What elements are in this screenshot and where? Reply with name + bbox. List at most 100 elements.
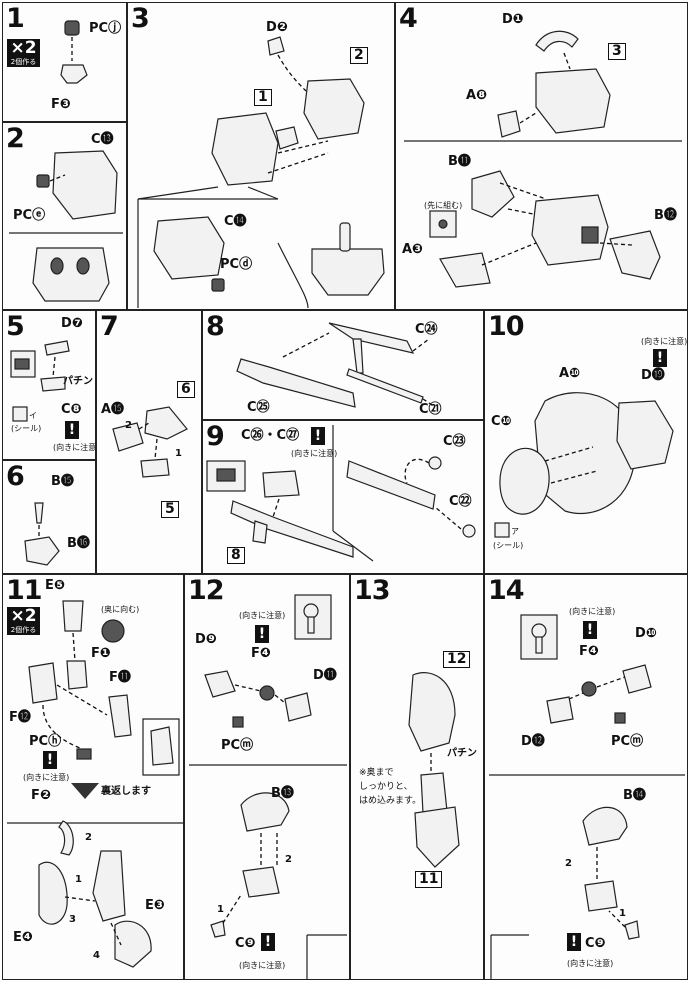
- caution-note: (向きに注意): [569, 607, 616, 616]
- step-6-panel: 6 B⓯ B⓰: [2, 460, 96, 574]
- step-3-illustration: [137, 36, 385, 309]
- part-label-pcd: PCⓓ: [220, 257, 253, 272]
- step-11-illustration: [7, 600, 183, 968]
- instruction-line-2: しっかりと、: [359, 782, 413, 792]
- step-12-panel: 12 (向きに注意) ! D❾ F❹ D⓫ PCⓜ B⓭ 2 1 C❾ ! (向…: [184, 574, 350, 980]
- step-12-illustration: [189, 594, 347, 979]
- step-11-panel: 11 ×2 2個作る E❺ (奥に向む) F❶ F⓫ F⓬ PCⓗ ! (向きに…: [2, 574, 184, 980]
- caution-icon: !: [653, 349, 667, 367]
- step-3-number: 3: [131, 3, 150, 34]
- step-4-number: 4: [399, 3, 418, 34]
- order-callout-2: 2: [285, 854, 292, 865]
- part-label-pcm: PCⓜ: [221, 738, 254, 753]
- part-label-pce: PCⓔ: [13, 208, 46, 223]
- step-7-number: 7: [100, 311, 119, 342]
- caution-note: (向きに注意): [641, 337, 688, 346]
- part-label-d11: D⓫: [313, 668, 337, 683]
- step-4-illustration: [404, 30, 682, 288]
- caution-note: (向きに注意): [291, 449, 338, 458]
- order-callout-3: 3: [69, 914, 76, 925]
- part-label-f2: F❷: [31, 788, 51, 803]
- part-label-e4: E❹: [13, 930, 33, 945]
- order-callout-4: 4: [93, 950, 100, 961]
- part-label-e5: E❺: [45, 578, 65, 593]
- part-label-pcm: PCⓜ: [611, 734, 644, 749]
- part-label-c21: C㉑: [419, 402, 442, 417]
- part-label-d9: D❾: [195, 632, 217, 647]
- step-13-illustration: [408, 672, 460, 868]
- subassembly-6: 6: [177, 381, 195, 398]
- subassembly-11: 11: [415, 871, 443, 888]
- snap-sound-text: パチン: [447, 748, 477, 759]
- part-label-d2: D❷: [266, 20, 288, 35]
- instruction-line-3: はめ込みます。: [359, 796, 422, 806]
- step-5-panel: 5 D❼ パチン C❽ イ (シール) ! (向きに注意): [2, 310, 99, 460]
- step-3-panel: 3 D❷ 2 1 C⓮ PCⓓ: [127, 2, 395, 310]
- part-label-f3: F❸: [51, 97, 71, 112]
- step-10-panel: 10 (向きに注意) ! A❿ D⓳ C❿ ア (シール): [484, 310, 688, 574]
- part-label-c8: C❽: [61, 402, 82, 417]
- part-label-c23: C㉓: [443, 434, 466, 449]
- part-label-c24: C㉔: [415, 322, 438, 337]
- order-callout-1: 1: [175, 448, 182, 459]
- seal-note: (シール): [493, 541, 524, 550]
- step-7-illustration: [112, 406, 188, 478]
- flip-arrow-icon: [71, 783, 99, 799]
- step-9-panel: 9 C㉖・C㉗ ! (向きに注意) C㉓ C㉒ 8: [202, 420, 484, 574]
- part-label-f4: F❹: [251, 646, 271, 661]
- subassembly-2: 2: [350, 47, 368, 64]
- step-2-illustration: [9, 150, 123, 302]
- seal-a-label: ア: [511, 527, 519, 536]
- step-13-panel: 13 12 パチン ※奥まで しっかりと、 はめ込みます。 11: [350, 574, 484, 980]
- part-label-c10: C❿: [491, 414, 512, 429]
- subassembly-8: 8: [227, 547, 245, 564]
- step-8-number: 8: [206, 311, 225, 342]
- part-label-f11: F⓫: [109, 670, 131, 685]
- step-6-illustration: [24, 502, 60, 566]
- caution-icon: !: [255, 625, 269, 643]
- step-7-panel: 7 6 A⓯ 2 1 5: [96, 310, 202, 574]
- step-12-number: 12: [188, 575, 225, 606]
- step-1-number: 1: [6, 3, 25, 34]
- step-10-number: 10: [488, 311, 525, 342]
- caution-icon: !: [311, 427, 325, 445]
- step-9-number: 9: [206, 421, 225, 452]
- step-14-illustration: [489, 614, 685, 979]
- step-5-number: 5: [6, 311, 25, 342]
- step-14-panel: 14 (向きに注意) ! D❿ F❹ D⓬ PCⓜ B⓮ 2 1 ! C❾ (向…: [484, 574, 688, 980]
- part-label-b11: B⓫: [448, 154, 471, 169]
- caution-icon: !: [567, 933, 581, 951]
- part-label-d12: D⓬: [521, 734, 545, 749]
- part-label-c9: C❾: [235, 936, 256, 951]
- caution-note: (向きに注意): [23, 773, 70, 782]
- part-label-c9: C❾: [585, 936, 606, 951]
- subassembly-3: 3: [608, 43, 626, 60]
- caution-note: (向きに注意): [239, 611, 286, 620]
- caution-icon: !: [43, 751, 57, 769]
- instruction-line-1: ※奥まで: [359, 768, 394, 778]
- part-label-f1: F❶: [91, 646, 111, 661]
- caution-icon: !: [583, 621, 597, 639]
- step-8-panel: 8 C㉔ C㉕ C㉑: [202, 310, 484, 420]
- make-two-badge: ×2 2個作る: [7, 39, 40, 67]
- part-label-c13: C⓭: [91, 132, 114, 147]
- order-callout-1: 1: [75, 874, 82, 885]
- part-label-b12: B⓬: [654, 208, 677, 223]
- subassembly-1: 1: [254, 89, 272, 106]
- part-label-c26-c27: C㉖・C㉗: [241, 428, 300, 443]
- part-label-d1: D❶: [502, 12, 524, 27]
- part-label-a3: A❸: [402, 242, 424, 257]
- step-11-number: 11: [6, 575, 43, 606]
- part-label-c22: C㉒: [449, 494, 472, 509]
- part-label-b16: B⓰: [67, 536, 90, 551]
- order-callout-1: 1: [619, 908, 626, 919]
- part-label-d7: D❼: [61, 316, 83, 331]
- part-label-e3: E❸: [145, 898, 165, 913]
- part-label-d19: D⓳: [641, 368, 665, 383]
- step-5-illustration: [10, 340, 70, 422]
- order-callout-2: 2: [565, 858, 572, 869]
- make-two-badge: ×2 2個作る: [7, 607, 40, 635]
- step-8-illustration: [236, 322, 436, 408]
- part-label-c14: C⓮: [224, 214, 247, 229]
- step-2-number: 2: [6, 123, 25, 154]
